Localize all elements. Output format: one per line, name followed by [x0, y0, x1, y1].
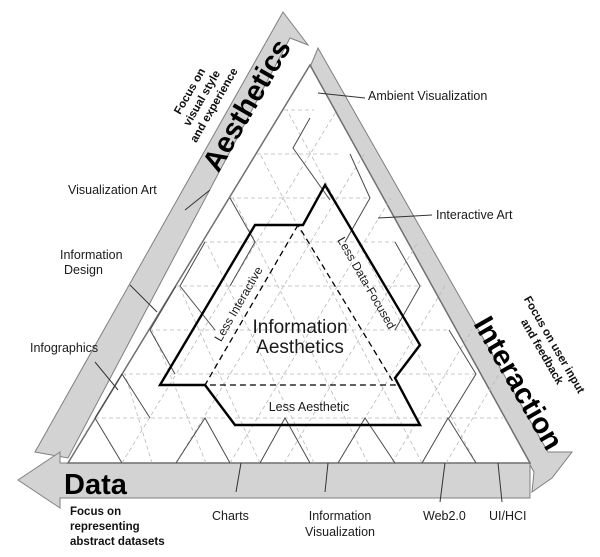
category-boundaries — [94, 117, 477, 464]
data-focus: Focus on representing abstract datasets — [70, 506, 165, 548]
center-title-line-2: Aesthetics — [256, 337, 344, 358]
label-information-visualization-1: Information — [309, 509, 372, 523]
data-focus-line-3: abstract datasets — [70, 536, 165, 548]
data-title: Data — [64, 469, 128, 501]
label-information-design-2: Design — [64, 263, 103, 277]
inner-dashed-triangle — [203, 224, 397, 386]
data-focus-line-2: representing — [70, 521, 140, 533]
label-infographics: Infographics — [30, 341, 98, 355]
label-charts: Charts — [212, 509, 249, 523]
label-ambient-visualization: Ambient Visualization — [368, 89, 487, 103]
label-web20: Web2.0 — [423, 509, 466, 523]
information-aesthetics-region — [157, 182, 422, 427]
leader-lines — [94, 92, 503, 503]
triangular-grid — [95, 109, 503, 464]
data-arrow — [17, 451, 531, 509]
info-aesthetics-boundary — [157, 182, 422, 427]
label-visualization-art: Visualization Art — [68, 183, 157, 197]
arrow-bands — [17, 11, 574, 509]
category-labels: Ambient Visualization Interactive Art Vi… — [30, 89, 527, 539]
label-interactive-art: Interactive Art — [436, 208, 513, 222]
label-information-design-1: Information — [60, 248, 123, 262]
label-information-visualization-2: Visualization — [305, 525, 375, 539]
label-less-aesthetic: Less Aesthetic — [269, 400, 350, 414]
center-title-line-1: Information — [252, 317, 347, 338]
main-triangle — [66, 63, 532, 464]
label-ui-hci: UI/HCI — [489, 509, 527, 523]
aesthetics-arrow — [34, 11, 310, 459]
data-focus-line-1: Focus on — [70, 506, 121, 518]
